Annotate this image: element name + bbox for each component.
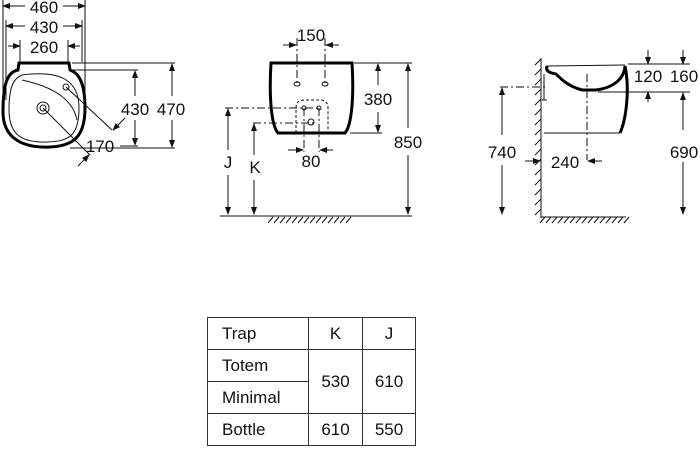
- table-row: Bottle 610 550: [207, 413, 416, 446]
- dim-430-width: 430: [30, 18, 58, 37]
- plan-view: 460 430 260 430 470 170: [1, 0, 185, 167]
- front-view: 150 80 380 850 J K: [220, 26, 422, 224]
- dim-470: 470: [157, 100, 185, 119]
- cell-k-merged: 530: [308, 349, 363, 414]
- row-label-bottle: Bottle: [207, 413, 309, 446]
- dim-150: 150: [297, 26, 325, 45]
- drain-icon: [36, 101, 50, 115]
- basin-outline-plan: [1, 61, 87, 149]
- dim-850: 850: [394, 133, 422, 152]
- cell-j-bottle: 550: [362, 413, 416, 446]
- dim-380: 380: [364, 90, 392, 109]
- dim-690: 690: [670, 143, 698, 162]
- dim-120: 120: [634, 67, 662, 86]
- dim-430-depth: 430: [121, 100, 149, 119]
- row-label-minimal: Minimal: [207, 381, 309, 414]
- dim-80: 80: [302, 152, 321, 171]
- header-k: K: [308, 317, 363, 350]
- cell-k-bottle: 610: [308, 413, 363, 446]
- header-j: J: [362, 317, 416, 350]
- table-row: Totem 530 610: [207, 349, 416, 414]
- dim-160: 160: [670, 67, 698, 86]
- table-header-row: Trap K J: [207, 317, 416, 350]
- basin-outline-front: [268, 61, 355, 135]
- header-trap: Trap: [207, 317, 309, 350]
- dim-170: 170: [86, 137, 114, 156]
- tap-hole-icon: [62, 83, 70, 91]
- side-view: 120 160 690 740 240: [488, 50, 698, 224]
- cell-j-merged: 610: [362, 349, 416, 414]
- dim-460: 460: [30, 0, 58, 17]
- dim-260: 260: [30, 38, 58, 57]
- basin-outline-side: [545, 65, 629, 134]
- floor-hatch: [267, 216, 352, 224]
- dim-240: 240: [551, 153, 579, 172]
- dim-k: K: [249, 158, 261, 177]
- dim-740: 740: [488, 143, 516, 162]
- trap-height-table: Trap K J Totem 530 610 Minimal Bottle 61…: [207, 317, 416, 446]
- row-label-totem: Totem: [207, 349, 309, 382]
- dim-j: J: [224, 153, 233, 172]
